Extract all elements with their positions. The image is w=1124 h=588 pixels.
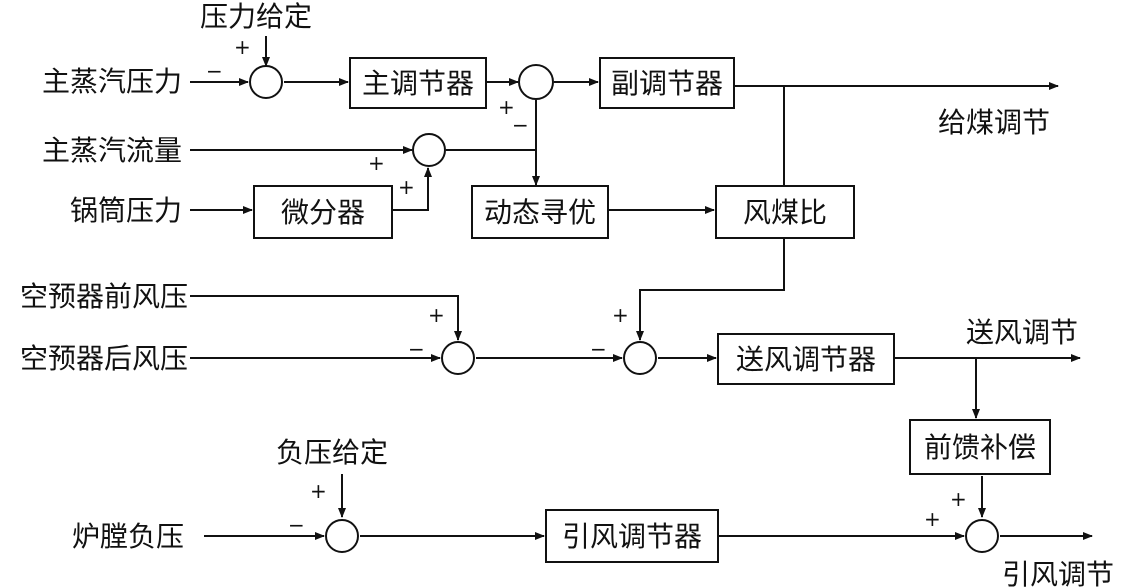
- fd-regulator-label: 送风调节器: [736, 343, 876, 376]
- id-output-label: 引风调节: [1002, 558, 1114, 588]
- summing-junctions: [249, 64, 999, 553]
- sub-regulator-label: 副调节器: [611, 67, 723, 100]
- furnace-negative-pressure-label: 炉膛负压: [72, 520, 184, 553]
- line-front-s4: [190, 295, 462, 341]
- line-diff-s3: [392, 167, 432, 211]
- sign-s2-minus: −: [512, 113, 529, 137]
- sum-junction-3: [412, 133, 446, 167]
- sign-s5-minus: −: [590, 337, 607, 361]
- preheater-rear-pressure-label: 空预器后风压: [20, 342, 188, 375]
- fd-output-label: 送风调节: [966, 316, 1078, 349]
- sub-regulator-box: [599, 57, 735, 109]
- sign-s2-plus: +: [498, 95, 515, 119]
- sign-s4-plus: +: [428, 303, 445, 327]
- sign-s1-minus: −: [206, 59, 223, 83]
- sum-junction-6: [325, 519, 359, 553]
- feedforward-label: 前馈补偿: [924, 431, 1036, 464]
- feedforward-box: [909, 419, 1051, 475]
- differentiator-box: [253, 185, 393, 239]
- pressure-setpoint-label: 压力给定: [200, 0, 312, 33]
- sign-s3-plus-diff: +: [398, 175, 415, 199]
- sign-s7-plus-ff: +: [950, 487, 967, 511]
- air-coal-ratio-box: [715, 185, 855, 239]
- id-regulator-box: [545, 509, 719, 563]
- sum-junction-2: [518, 64, 554, 100]
- connections: [190, 36, 1093, 540]
- blocks: 主调节器 副调节器 微分器 动态寻优 风煤比 送风调节器 前馈补偿 引风调节器: [253, 57, 1051, 563]
- preheater-front-pressure-label: 空预器前风压: [20, 280, 188, 313]
- sign-s5-plus: +: [612, 303, 629, 327]
- sign-s3-plus-flow: +: [368, 151, 385, 175]
- negative-pressure-setpoint-label: 负压给定: [276, 436, 388, 469]
- sign-s7-plus-id: +: [924, 507, 941, 531]
- coal-feed-output-label: 给煤调节: [938, 106, 1050, 139]
- sum-junction-7: [965, 519, 999, 553]
- main-regulator-label: 主调节器: [362, 67, 474, 100]
- id-regulator-label: 引风调节器: [562, 520, 702, 553]
- drum-pressure-label: 锅筒压力: [70, 194, 182, 227]
- signs: + − + − + + + − + − + − + +: [206, 35, 967, 537]
- sign-s6-plus: +: [310, 479, 327, 503]
- sign-s6-minus: −: [288, 513, 305, 537]
- main-regulator-box: [349, 57, 487, 109]
- main-steam-pressure-label: 主蒸汽压力: [42, 65, 182, 98]
- signal-labels: 压力给定 主蒸汽压力 主蒸汽流量 锅筒压力 空预器前风压 空预器后风压 负压给定…: [20, 0, 1114, 588]
- sign-s4-minus: −: [408, 337, 425, 361]
- fd-regulator-box: [717, 333, 895, 385]
- main-steam-flow-label: 主蒸汽流量: [42, 134, 182, 167]
- sum-junction-5: [623, 341, 657, 375]
- air-coal-ratio-label: 风煤比: [743, 196, 827, 229]
- sum-junction-4: [441, 341, 475, 375]
- sign-s1-plus: +: [234, 35, 251, 59]
- dynamic-optimizer-box: [471, 185, 609, 239]
- dynamic-optimizer-label: 动态寻优: [484, 196, 596, 229]
- sum-junction-1: [249, 65, 283, 99]
- differentiator-label: 微分器: [281, 196, 365, 229]
- line-ratio-s5: [636, 238, 785, 341]
